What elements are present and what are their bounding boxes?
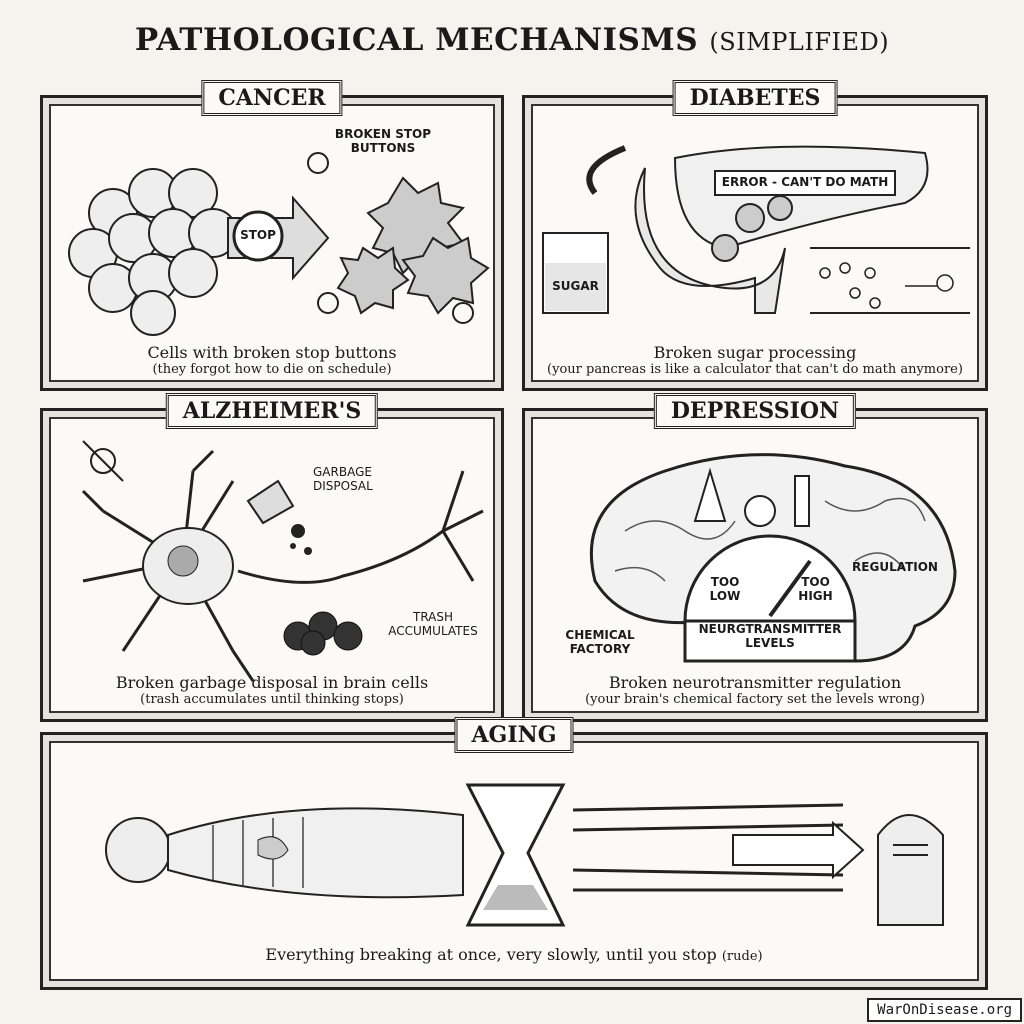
label-garbage-disposal: GARBAGE DISPOSAL [313, 465, 373, 493]
panel-cancer: CANCER BROKEN STOP BUTTONS STOP Cells wi… [40, 80, 504, 391]
stop-button-label: STOP [240, 228, 276, 242]
cancer-illustration [68, 152, 490, 336]
tab-alzheimers: ALZHEIMER'S [165, 393, 379, 429]
caption-main: Everything breaking at once, very slowly… [265, 945, 717, 964]
label-chemical-factory: CHEMICAL FACTORY [565, 628, 635, 656]
label-trash-accumulates: TRASH ACCUMULATES [388, 610, 478, 638]
aging-illustration [105, 783, 944, 927]
caption-cancer: Cells with broken stop buttons (they for… [43, 343, 501, 377]
panel-alzheimers: ALZHEIMER'S GARBAGE DISPOSAL TRASH ACCUM… [40, 393, 504, 722]
caption-alzheimers: Broken garbage disposal in brain cells (… [43, 673, 501, 707]
tab-cancer: CANCER [201, 80, 343, 116]
caption-main: Broken sugar processing [653, 343, 857, 362]
caption-diabetes: Broken sugar processing (your pancreas i… [525, 343, 985, 377]
panel-aging: AGING Everything breaking at once, very … [40, 717, 988, 990]
tab-diabetes: DIABETES [672, 80, 838, 116]
caption-aging: Everything breaking at once, very slowly… [43, 945, 985, 964]
watermark: WarOnDisease.org [867, 998, 1022, 1022]
caption-main: Broken neurotransmitter regulation [608, 673, 902, 692]
label-regulation: REGULATION [852, 560, 938, 574]
sugar-beaker-label: SUGAR [552, 279, 599, 293]
depression-illustration [589, 453, 957, 663]
tab-depression: DEPRESSION [653, 393, 857, 429]
caption-depression: Broken neurotransmitter regulation (your… [525, 673, 985, 707]
caption-main: Broken garbage disposal in brain cells [115, 673, 429, 692]
caption-sub: (they forgot how to die on schedule) [152, 362, 392, 377]
label-broken-stop-buttons: BROKEN STOP BUTTONS [334, 127, 432, 155]
title-main: PATHOLOGICAL MECHANISMS [134, 22, 699, 58]
gauge-label: NEURGTRANSMITTER LEVELS [698, 622, 842, 650]
gauge-too-low: TOO LOW [709, 575, 741, 603]
error-display: ERROR - CAN'T DO MATH [721, 175, 889, 189]
diabetes-illustration [542, 145, 970, 314]
gauge-too-high: TOO HIGH [798, 575, 833, 603]
alzheimers-illustration [81, 440, 484, 682]
caption-sub: (your pancreas is like a calculator that… [547, 362, 963, 377]
caption-sub: (trash accumulates until thinking stops) [140, 692, 404, 707]
title-sub: (SIMPLIFIED) [709, 28, 890, 56]
tab-aging: AGING [454, 717, 574, 753]
caption-sub: (your brain's chemical factory set the l… [585, 692, 925, 707]
page-title: PATHOLOGICAL MECHANISMS (SIMPLIFIED) [0, 22, 1024, 58]
caption-main: Cells with broken stop buttons [147, 343, 397, 362]
panel-diabetes: DIABETES ERROR - CAN'T DO MATH SUGAR Bro… [522, 80, 988, 391]
panel-depression: DEPRESSION TOO LOW TOO HIGH NEURGTRANSMI… [522, 393, 988, 722]
caption-suffix: (rude) [721, 949, 763, 964]
